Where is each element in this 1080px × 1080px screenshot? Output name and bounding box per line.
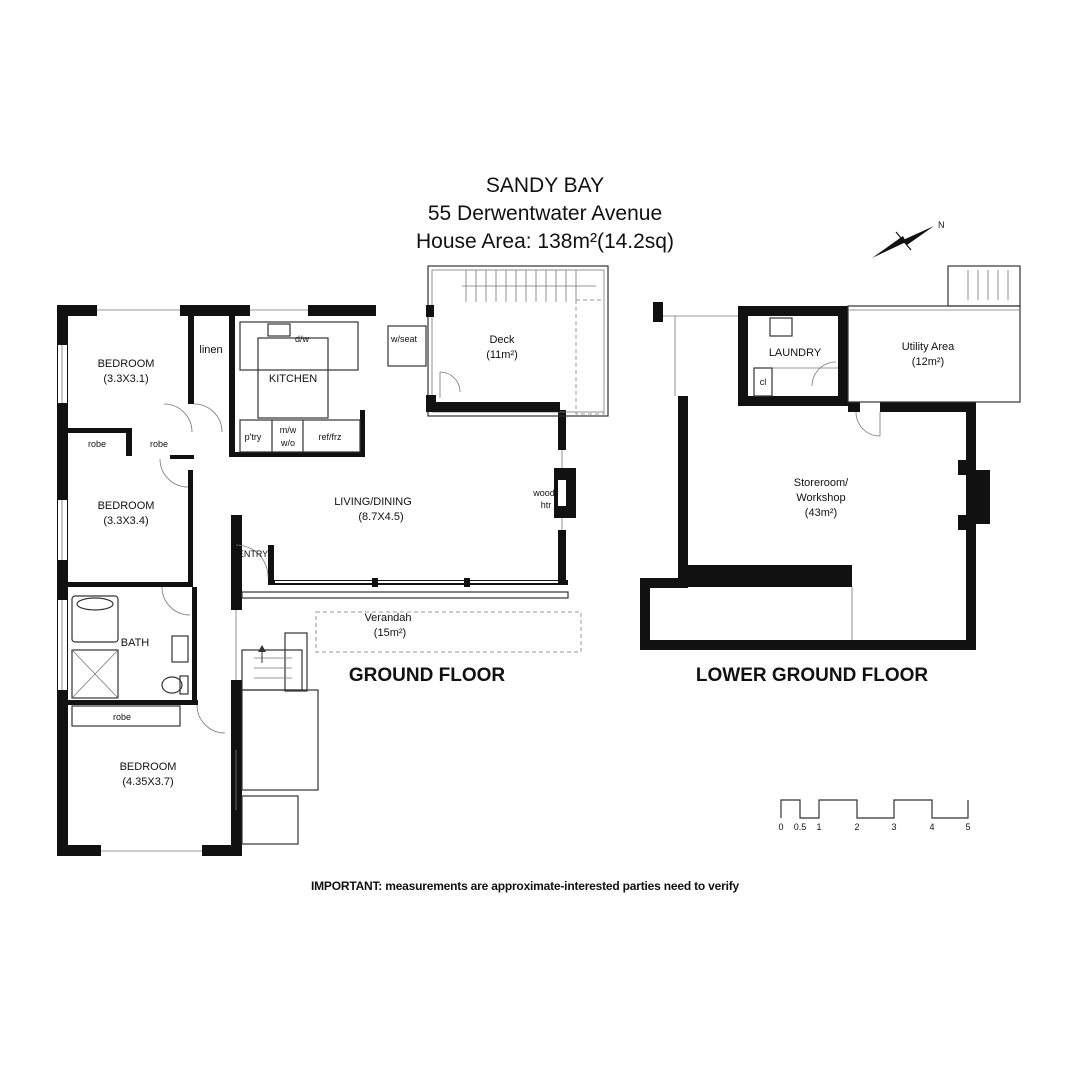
utility-area-name: Utility Area xyxy=(902,341,955,353)
scale-tick-0-5: 0.5 xyxy=(794,822,807,832)
storeroom-name-1: Storeroom/ xyxy=(794,477,849,489)
storeroom-size: (43m²) xyxy=(805,507,837,519)
scale-tick-2: 2 xyxy=(854,822,859,832)
disclaimer-notice: IMPORTANT: measurements are approximate-… xyxy=(311,879,739,893)
pantry-label: p'try xyxy=(245,432,262,442)
ground-floor-heading: GROUND FLOOR xyxy=(349,665,505,686)
address-title: 55 Derwentwater Avenue xyxy=(427,202,663,225)
verandah-size: (15m²) xyxy=(374,627,406,639)
wood-heater-label-2: htr xyxy=(541,500,552,510)
scale-tick-0: 0 xyxy=(778,822,783,832)
bedroom3-size: (4.35X3.7) xyxy=(122,776,173,788)
fridge-label: ref/frz xyxy=(318,432,342,442)
robe-c-label: robe xyxy=(113,712,131,722)
wood-heater-label-1: wood xyxy=(532,488,555,498)
title-block: SANDY BAY 55 Derwentwater Avenue House A… xyxy=(0,172,1080,256)
lower-ground-floor-heading: LOWER GROUND FLOOR xyxy=(696,665,928,686)
scale-tick-4: 4 xyxy=(929,822,934,832)
bedroom3-name: BEDROOM xyxy=(120,761,177,773)
robe-b-label: robe xyxy=(150,439,168,449)
entry-label: ENTRY xyxy=(238,549,268,559)
bedroom1-name: BEDROOM xyxy=(98,358,155,370)
storeroom-name-2: Workshop xyxy=(796,492,845,504)
verandah-name: Verandah xyxy=(364,612,411,624)
bath-label: BATH xyxy=(121,637,150,649)
compass-north-label: N xyxy=(938,220,945,230)
scale-bar: 0 0.5 1 2 3 4 5 xyxy=(778,799,971,832)
laundry-label: LAUNDRY xyxy=(769,347,822,359)
cupboard-label: cl xyxy=(760,377,767,387)
ground-floor-plan xyxy=(57,265,609,856)
deck-name: Deck xyxy=(489,334,515,346)
lower-ground-floor-plan xyxy=(640,265,1021,650)
linen-label: linen xyxy=(199,344,222,356)
kitchen-label: KITCHEN xyxy=(269,373,317,385)
deck-size: (11m²) xyxy=(486,349,518,361)
robe-a-label: robe xyxy=(88,439,106,449)
living-dining-name: LIVING/DINING xyxy=(334,496,412,508)
scale-tick-1: 1 xyxy=(816,822,821,832)
scale-tick-3: 3 xyxy=(891,822,896,832)
wall-oven-label: w/o xyxy=(280,438,295,448)
window-seat-label: w/seat xyxy=(390,334,418,344)
microwave-label: m/w xyxy=(280,425,297,435)
dishwasher-label: d/w xyxy=(295,334,310,344)
living-dining-size: (8.7X4.5) xyxy=(358,511,403,523)
bedroom2-size: (3.3X3.4) xyxy=(103,515,148,527)
scale-tick-5: 5 xyxy=(965,822,970,832)
bedroom2-name: BEDROOM xyxy=(98,500,155,512)
suburb-title: SANDY BAY xyxy=(485,174,605,197)
compass-icon: N xyxy=(872,220,945,258)
area-title: House Area: 138m²(14.2sq) xyxy=(416,230,674,253)
bedroom1-size: (3.3X3.1) xyxy=(103,373,148,385)
utility-area-size: (12m²) xyxy=(912,356,944,368)
